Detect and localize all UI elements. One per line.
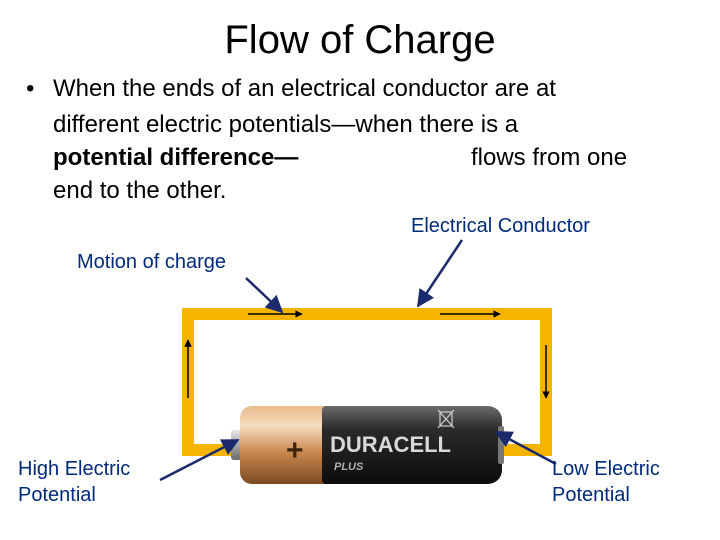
label-low-potential: Low Electric Potential bbox=[552, 456, 660, 508]
high-potential-pointer-arrow bbox=[159, 438, 240, 482]
conductor-pointer-arrow bbox=[416, 239, 464, 308]
label-high-line-2: Potential bbox=[18, 484, 96, 506]
bullet-line-2: different electric potentials—when there… bbox=[53, 111, 519, 138]
slide-title: Flow of Charge bbox=[224, 18, 496, 62]
label-low-line-2: Potential bbox=[552, 484, 630, 506]
bullet-line-1: When the ends of an electrical conductor… bbox=[53, 75, 556, 102]
battery-brand: DURACELL bbox=[330, 432, 451, 457]
label-low-line-1: Low Electric bbox=[552, 458, 660, 480]
low-potential-pointer-arrow bbox=[494, 430, 557, 466]
battery-sub-brand: PLUS bbox=[334, 461, 364, 473]
recycle-bin-icon bbox=[437, 409, 455, 429]
bullet-line-3-rest: flows from one bbox=[471, 144, 628, 171]
motion-pointer-arrow bbox=[245, 277, 284, 314]
battery: + DURACELL PLUS bbox=[231, 406, 504, 484]
bullet-line-3-bold: potential difference— bbox=[53, 144, 299, 171]
label-high-potential: High Electric Potential bbox=[18, 456, 130, 508]
bullet-marker: • bbox=[26, 75, 35, 102]
battery-plus-sign: + bbox=[286, 434, 304, 467]
bullet-line-4: end to the other. bbox=[53, 177, 227, 204]
label-high-line-1: High Electric bbox=[18, 458, 131, 480]
label-electrical-conductor: Electrical Conductor bbox=[411, 215, 590, 237]
label-motion-of-charge: Motion of charge bbox=[77, 251, 226, 273]
